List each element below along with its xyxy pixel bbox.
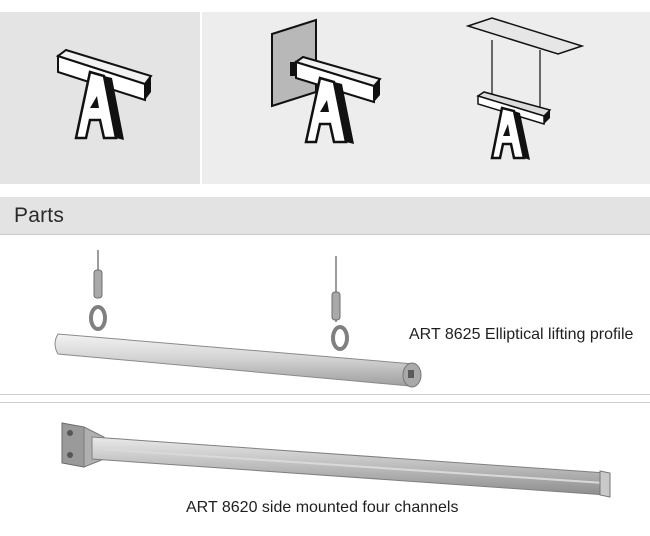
parts-section-header: Parts — [0, 197, 650, 235]
wall-mounted-rail-diagram — [271, 18, 382, 144]
mounting-options-strip — [0, 12, 650, 184]
mount-option-group — [202, 12, 650, 184]
rail-on-a-frame-diagram — [55, 48, 153, 140]
product-caption: ART 8620 side mounted four channels — [186, 499, 459, 516]
parts-title: Parts — [14, 204, 65, 227]
product-row: ART 8625 Elliptical lifting profile — [0, 236, 650, 395]
wall-and-ceiling-diagrams — [271, 17, 585, 160]
elliptical-lifting-profile-image — [54, 250, 422, 388]
product-caption: ART 8625 Elliptical lifting profile — [409, 326, 634, 343]
mount-option-a-frame — [0, 12, 202, 184]
side-mounted-four-channels-image — [61, 422, 611, 498]
ceiling-suspended-rail-diagram — [465, 17, 585, 160]
product-row: ART 8620 side mounted four channels — [0, 402, 650, 536]
